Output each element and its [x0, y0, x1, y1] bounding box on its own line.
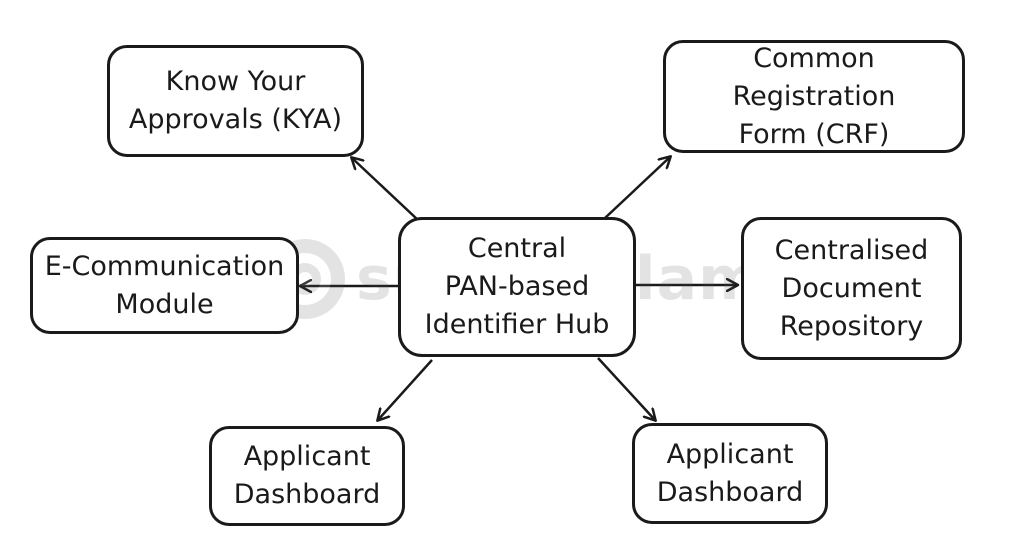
- node-label: E-Communication Module: [44, 250, 285, 320]
- node-label: Central PAN-based Identifier Hub: [424, 233, 610, 340]
- arrow-to-dashboard-right: [597, 357, 655, 420]
- node-common-registration-form: Common Registration Form (CRF): [663, 40, 965, 153]
- node-label: Applicant Dashboard: [656, 438, 804, 508]
- node-know-your-approvals: Know Your Approvals (KYA): [107, 45, 364, 157]
- node-applicant-dashboard-left: Applicant Dashboard: [209, 426, 405, 526]
- node-label: Centralised Document Repository: [774, 234, 929, 342]
- node-label: Know Your Approvals (KYA): [128, 66, 343, 135]
- node-label: Applicant Dashboard: [233, 441, 381, 510]
- node-label: Common Registration Form (CRF): [732, 42, 896, 150]
- node-e-communication-module: E-Communication Module: [30, 237, 299, 334]
- arrow-to-dashboard-left: [378, 359, 433, 420]
- node-central-hub: Central PAN-based Identifier Hub: [398, 217, 636, 357]
- arrow-to-kya: [352, 158, 419, 221]
- node-centralised-document-repository: Centralised Document Repository: [741, 217, 962, 360]
- arrow-to-crf: [604, 157, 670, 219]
- node-applicant-dashboard-right: Applicant Dashboard: [632, 423, 828, 524]
